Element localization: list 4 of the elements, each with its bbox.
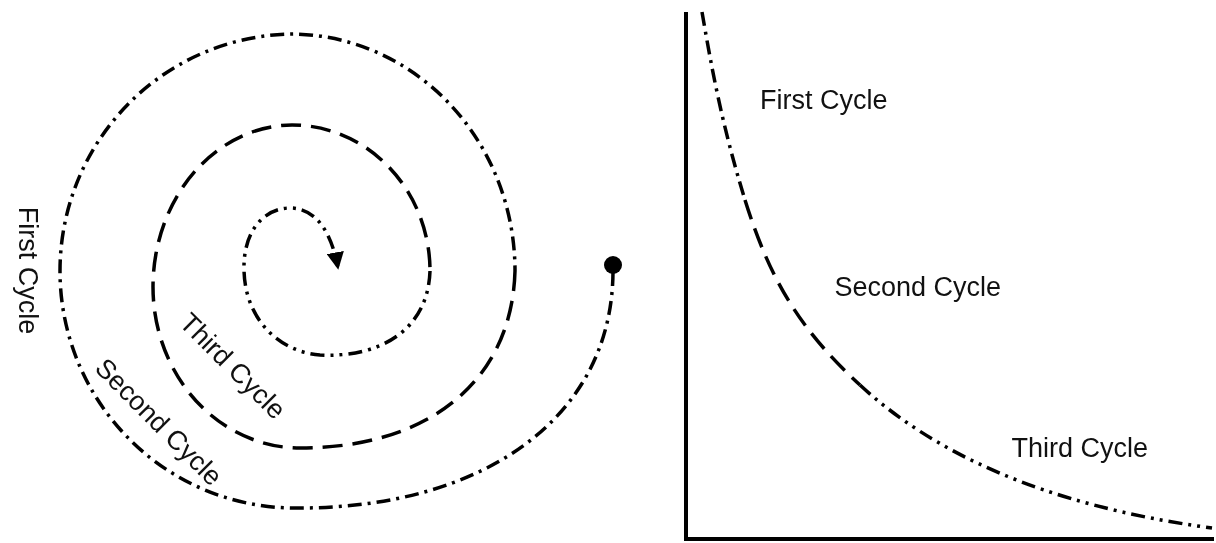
cycle-label: Third Cycle [1011, 434, 1149, 462]
cycle-label: First Cycle [760, 86, 888, 114]
cycle-label: Second Cycle [834, 273, 1002, 301]
cycle-label: First Cycle [14, 206, 42, 334]
